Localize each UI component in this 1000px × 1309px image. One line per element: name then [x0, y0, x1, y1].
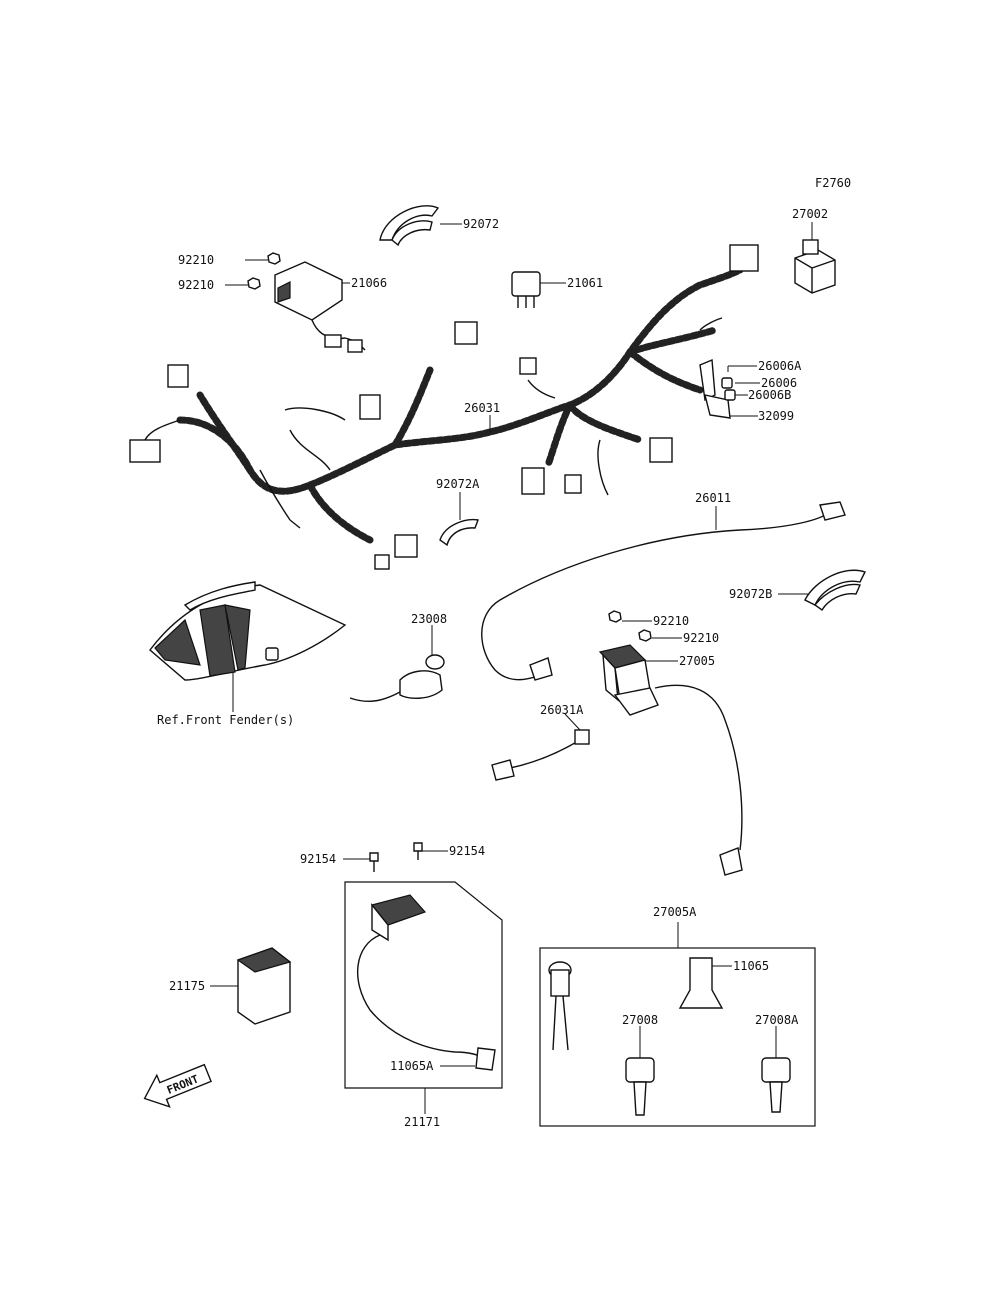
- label-11065A: 11065A: [390, 1059, 434, 1073]
- label-27008A: 27008A: [755, 1013, 799, 1027]
- label-26031: 26031: [464, 401, 500, 415]
- label-92072: 92072: [463, 217, 499, 231]
- label-92072A: 92072A: [436, 477, 480, 491]
- clamp-92072A: [439, 492, 479, 547]
- label-26011: 26011: [695, 491, 731, 505]
- clamp-92072: [379, 205, 462, 247]
- cable-26011: [481, 501, 846, 681]
- figure-code: F2760: [815, 176, 851, 190]
- label-92210-c: 92210: [653, 614, 689, 628]
- label-11065: 11065: [733, 959, 769, 973]
- label-21061: 21061: [567, 276, 603, 290]
- regulator-21066: [274, 261, 366, 353]
- label-92210-b: 92210: [178, 278, 214, 292]
- relay-21061: [511, 271, 566, 308]
- label-21066: 21066: [351, 276, 387, 290]
- label-21175: 21175: [169, 979, 205, 993]
- label-27002: 27002: [792, 207, 828, 221]
- bolt-92154-b: [413, 842, 448, 860]
- label-27005A: 27005A: [653, 905, 697, 919]
- ignition-switch-27005: [598, 644, 743, 876]
- label-26006A: 26006A: [758, 359, 802, 373]
- label-26031A: 26031A: [540, 703, 584, 717]
- label-92072B: 92072B: [729, 587, 772, 601]
- label-26006B: 26006B: [748, 388, 791, 402]
- label-23008: 23008: [411, 612, 447, 626]
- nut-92210-d: [638, 629, 682, 642]
- ignition-coil-21171: [344, 881, 503, 1114]
- label-27008: 27008: [622, 1013, 658, 1027]
- label-92154-b: 92154: [449, 844, 485, 858]
- front-fender-ref: [149, 581, 347, 712]
- nut-92210-a: [245, 252, 281, 265]
- main-harness-26031: [129, 244, 759, 570]
- bolt-92154-a: [343, 852, 379, 872]
- lead-26031A: [491, 713, 590, 781]
- label-92154-a: 92154: [300, 852, 336, 866]
- cdi-unit-21175: [210, 947, 292, 1025]
- label-front-fender: Ref.Front Fender(s): [157, 713, 294, 727]
- label-32099: 32099: [758, 409, 794, 423]
- switch-group-26006: [699, 358, 760, 419]
- nut-92210-b: [225, 277, 261, 290]
- front-direction-arrow: FRONT: [143, 1063, 212, 1108]
- clamp-92072B: [778, 569, 866, 612]
- label-26006: 26006: [761, 376, 797, 390]
- label-21171: 21171: [404, 1115, 440, 1129]
- key-set-27005A: [539, 922, 816, 1127]
- relay-27002: [794, 222, 836, 294]
- label-92210-d: 92210: [683, 631, 719, 645]
- socket-23008: [349, 625, 445, 702]
- label-92210-a: 92210: [178, 253, 214, 267]
- label-27005: 27005: [679, 654, 715, 668]
- nut-92210-c: [608, 610, 652, 623]
